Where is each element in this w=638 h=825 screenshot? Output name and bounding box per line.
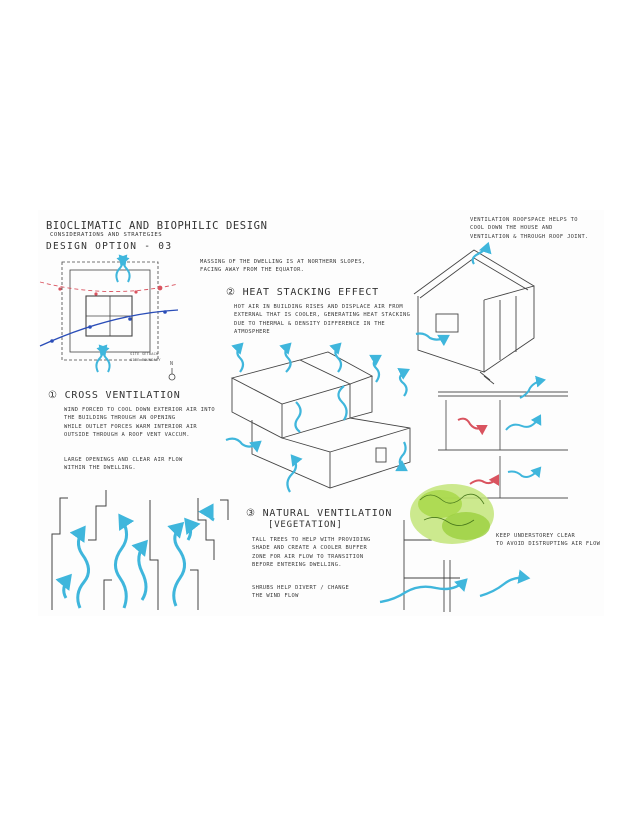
sheet-subtitle: CONSIDERATIONS AND STRATEGIES (50, 232, 163, 238)
heat-stacking-heading: ② HEAT STACKING EFFECT (226, 287, 379, 298)
shrubs-note: SHRUBS HELP DIVERT / CHANGE THE WIND FLO… (252, 585, 350, 600)
natural-ventilation-text: TALL TREES TO HELP WITH PROVIDING SHADE … (252, 537, 371, 569)
section-wind-arrows (457, 375, 546, 486)
heat-stacking-wind-arrows (225, 342, 410, 493)
sun-path-winter (39, 309, 179, 347)
vegetation-wind-arrows (379, 569, 531, 604)
design-option-label: DESIGN OPTION - 03 (46, 241, 173, 252)
site-boundary-label: SITE BOUNDARY (130, 358, 161, 362)
massing-note: MASSING OF THE DWELLING IS AT NORTHERN S… (200, 259, 366, 274)
north-arrow (168, 368, 176, 381)
cross-ventilation-wind-arrows (55, 503, 215, 609)
cross-ventilation-note: LARGE OPENINGS AND CLEAR AIR FLOW WITHIN… (64, 457, 183, 472)
sheet-title: BIOCLIMATIC AND BIOPHILIC DESIGN (46, 220, 268, 232)
cross-ventilation-text: WIND FORCED TO COOL DOWN EXTERIOR AIR IN… (64, 407, 216, 439)
cross-ventilation-heading: ① CROSS VENTILATION (48, 390, 181, 401)
natural-ventilation-heading: ③ NATURAL VENTILATION (246, 508, 393, 519)
site-plan (61, 261, 159, 361)
roof-ventilation-note: VENTILATION ROOFSPACE HELPS TO COOL DOWN… (470, 217, 589, 240)
site-setback-label: SITE SETBACK (130, 352, 159, 356)
cross-ventilation-plan (51, 490, 229, 610)
roof-wind-arrows (415, 241, 492, 347)
understorey-note: KEEP UNDERSTOREY CLEAR TO AVOID DISTRUPT… (496, 533, 601, 548)
sun-path-summer (39, 281, 179, 292)
heat-stacking-text: HOT AIR IN BUILDING RISES AND DISPLACE A… (234, 304, 411, 336)
roof-section-house (413, 249, 535, 385)
site-wind-arrows (95, 254, 131, 373)
tree-canopy (410, 484, 494, 544)
natural-ventilation-subheading: [VEGETATION] (268, 520, 343, 530)
heat-stacking-isometric (230, 351, 411, 489)
north-label: N (170, 361, 174, 367)
building-section (438, 391, 568, 499)
vegetation-section (403, 520, 460, 612)
